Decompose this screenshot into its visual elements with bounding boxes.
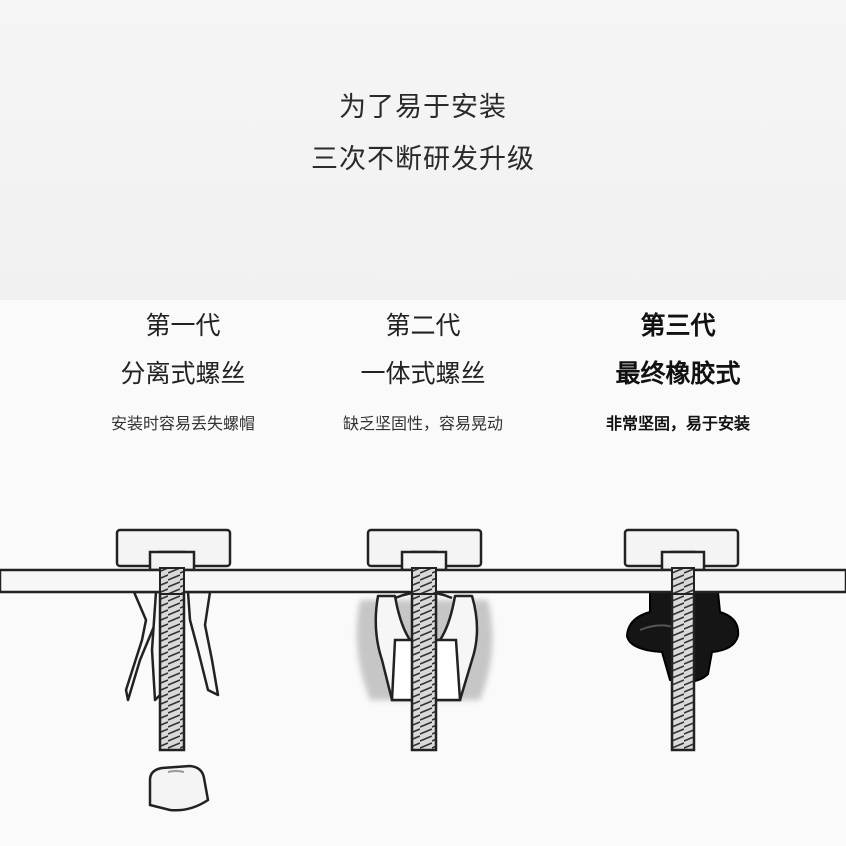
type-label: 最终橡胶式 bbox=[615, 359, 741, 388]
headline-line-2: 三次不断研发升级 bbox=[311, 144, 535, 175]
column-gen-1: 第一代 分离式螺丝 安装时容易丢失螺帽 bbox=[63, 313, 303, 432]
generation-label: 第一代 bbox=[145, 311, 221, 340]
top-background bbox=[0, 0, 846, 300]
headline-line-1: 为了易于安装 bbox=[339, 92, 507, 123]
generation-label: 第三代 bbox=[640, 311, 716, 340]
description-label: 缺乏坚固性，容易晃动 bbox=[342, 414, 503, 433]
column-gen-2: 第二代 一体式螺丝 缺乏坚固性，容易晃动 bbox=[303, 313, 543, 432]
description-label: 安装时容易丢失螺帽 bbox=[110, 414, 255, 433]
loose-nut bbox=[148, 764, 210, 812]
type-label: 分离式螺丝 bbox=[120, 359, 246, 388]
toilet-board bbox=[0, 567, 846, 595]
column-gen-3: 第三代 最终橡胶式 非常坚固，易于安装 bbox=[558, 313, 798, 432]
type-label: 一体式螺丝 bbox=[360, 359, 486, 388]
integrated-screw-illustration bbox=[356, 528, 493, 752]
headline: 为了易于安装 三次不断研发升级 bbox=[0, 94, 846, 198]
split-screw-illustration bbox=[115, 528, 232, 812]
generation-label: 第二代 bbox=[385, 311, 461, 340]
rubber-anchor-illustration bbox=[623, 528, 740, 752]
description-label: 非常坚固，易于安装 bbox=[605, 414, 750, 433]
